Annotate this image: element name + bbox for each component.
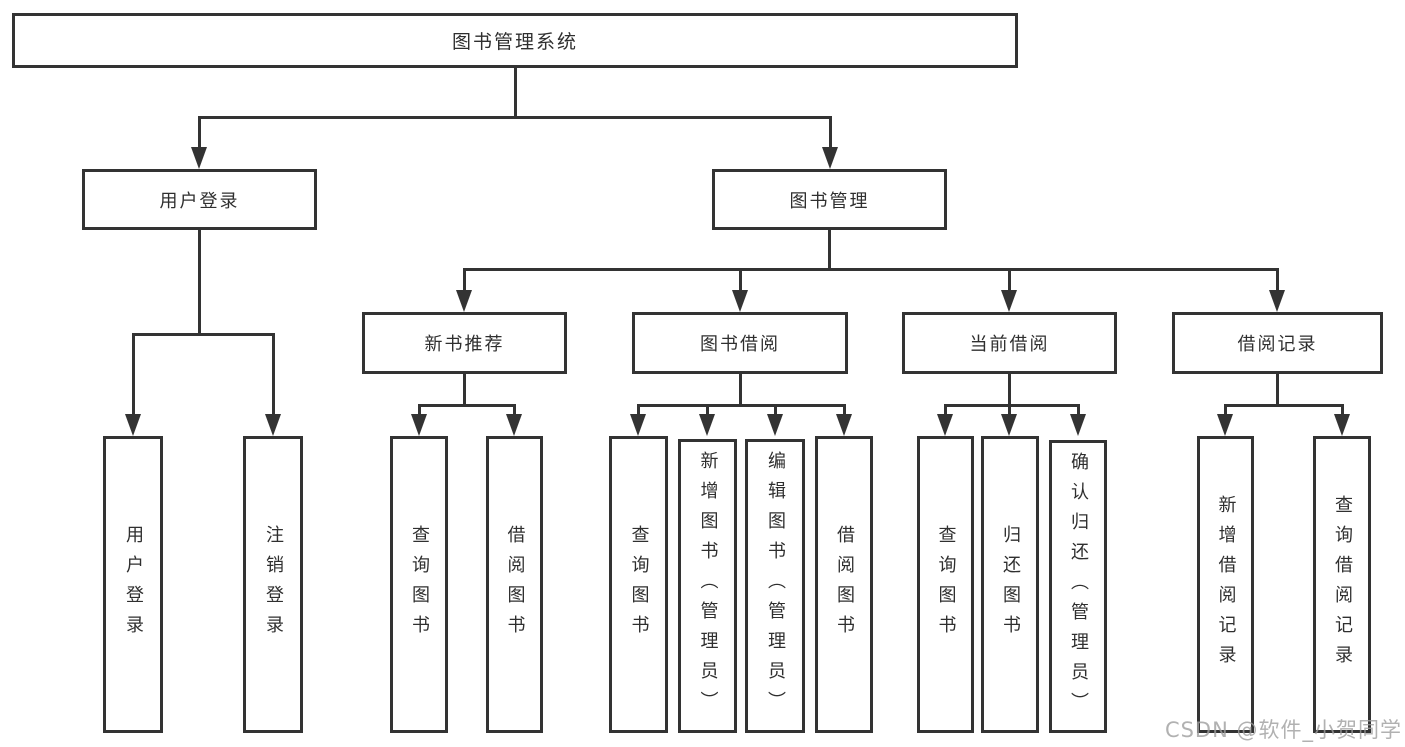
connector-stem [418,404,421,416]
arrow-head [1001,290,1017,312]
connector-recommend-drop [463,374,466,406]
node-rec-borrow-books: 借阅图书 [486,436,543,733]
connector-borrowing-bar [637,404,846,407]
connector-records-bar [1224,404,1344,407]
connector-stem [513,404,516,416]
node-rec-query-books: 查询图书 [390,436,448,733]
node-br-query-record: 查询借阅记录 [1313,436,1371,733]
node-borrowing-records: 借阅记录 [1172,312,1383,374]
connector-borrowing-drop [739,374,742,406]
connector-stem [198,116,201,148]
arrow-head [1269,290,1285,312]
arrow-head [125,414,141,436]
connector-user-login-drop [198,230,201,335]
node-bb-query-books: 查询图书 [609,436,668,733]
connector-book-mgmt-drop [828,230,831,270]
arrow-head [732,290,748,312]
connector-stem [463,268,466,292]
connector-stem [1224,404,1227,416]
node-user-login: 用户登录 [82,169,317,230]
connector-root-bar [198,116,831,119]
node-cb-confirm-return-admin: 确认归还（管理员） [1049,440,1107,733]
csdn-watermark: CSDN @软件_小贺同学 [1164,718,1402,742]
arrow-head [1217,414,1233,436]
node-bb-borrow-books: 借阅图书 [815,436,873,733]
connector-stem [739,268,742,292]
arrow-head [767,414,783,436]
connector-stem [637,404,640,416]
arrow-head [1001,414,1017,436]
connector-stem [944,404,947,416]
node-br-add-record: 新增借阅记录 [1197,436,1254,733]
node-library-system: 图书管理系统 [12,13,1018,68]
node-new-book-recommend: 新书推荐 [362,312,567,374]
connector-stem [706,404,709,416]
arrow-head [191,147,207,169]
connector-stem [829,116,832,148]
connector-stem [132,333,135,415]
connector-root-drop [514,68,517,118]
node-leaf-logout: 注销登录 [243,436,303,733]
arrow-head [265,414,281,436]
node-book-management: 图书管理 [712,169,947,230]
connector-stem [1077,404,1080,416]
connector-stem [272,333,275,415]
connector-stem [774,404,777,416]
node-bb-edit-book-admin: 编辑图书（管理员） [745,439,805,733]
arrow-head [456,290,472,312]
connector-stem [1008,404,1011,416]
connector-records-drop [1276,374,1279,406]
node-cb-query-books: 查询图书 [917,436,974,733]
connector-stem [1341,404,1344,416]
arrow-head [1334,414,1350,436]
connector-stem [1276,268,1279,292]
connector-stem [1008,268,1011,292]
connector-user-login-bar [132,333,275,336]
node-book-borrowing: 图书借阅 [632,312,848,374]
node-bb-add-book-admin: 新增图书（管理员） [678,439,737,733]
node-cb-return-books: 归还图书 [981,436,1039,733]
connector-current-bar [944,404,1079,407]
connector-recommend-bar [418,404,516,407]
arrow-head [822,147,838,169]
arrow-head [506,414,522,436]
arrow-head [699,414,715,436]
node-current-borrowing: 当前借阅 [902,312,1117,374]
arrow-head [1070,414,1086,436]
connector-book-mgmt-bar [463,268,1279,271]
arrow-head [937,414,953,436]
node-leaf-user-login: 用户登录 [103,436,163,733]
connector-current-drop [1008,374,1011,406]
arrow-head [836,414,852,436]
arrow-head [411,414,427,436]
arrow-head [630,414,646,436]
connector-stem [843,404,846,416]
